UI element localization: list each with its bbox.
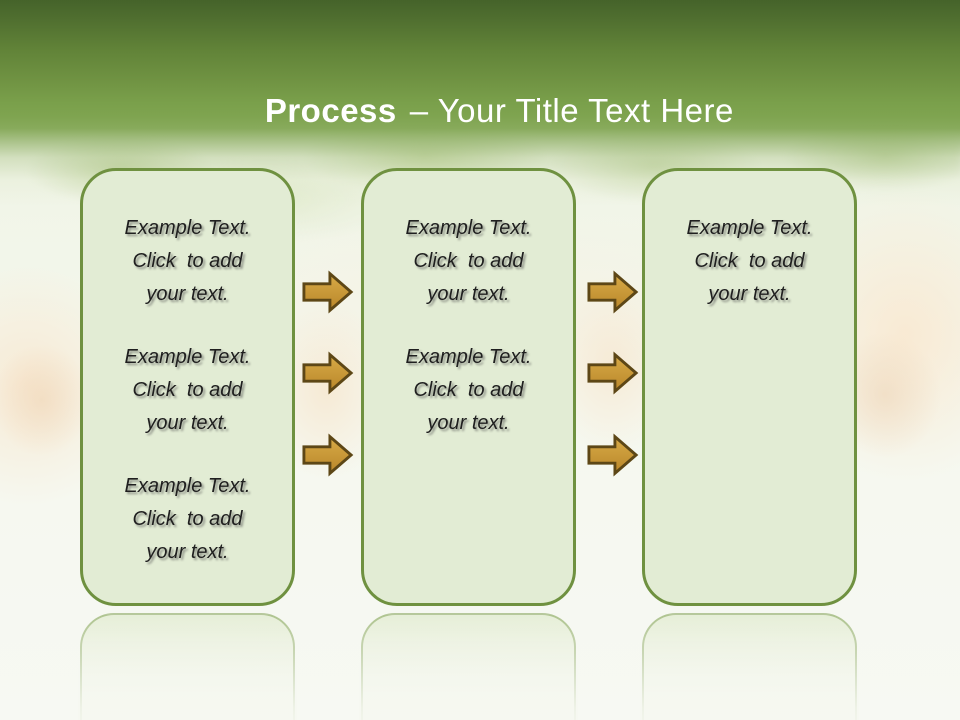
text-placeholder[interactable]: Example Text. Click to add your text. [124, 475, 251, 563]
text-placeholder[interactable]: Example Text. Click to add your text. [124, 217, 251, 305]
text-placeholder[interactable]: Example Text. Click to add your text. [124, 346, 251, 434]
box-reflection [78, 612, 297, 720]
right-arrow-icon [302, 270, 354, 314]
arrow-group-1 [302, 270, 354, 480]
title-keyword: Process [264, 92, 397, 129]
title-placeholder-text: – Your Title Text Here [409, 92, 734, 129]
text-placeholder[interactable]: Example Text. Click to add your text. [405, 217, 532, 305]
right-arrow-icon [587, 270, 639, 314]
right-arrow-icon [587, 433, 639, 477]
right-arrow-icon [302, 351, 354, 395]
text-placeholder[interactable]: Example Text. Click to add your text. [686, 217, 813, 305]
box-reflection [640, 612, 859, 720]
process-box-step-2[interactable]: Example Text. Click to add your text. Ex… [361, 168, 576, 606]
arrow-group-2 [587, 270, 639, 480]
right-arrow-icon [302, 433, 354, 477]
right-arrow-icon [587, 351, 639, 395]
process-box-step-3[interactable]: Example Text. Click to add your text. [642, 168, 857, 606]
process-box-step-1[interactable]: Example Text. Click to add your text. Ex… [80, 168, 295, 606]
text-placeholder[interactable]: Example Text. Click to add your text. [405, 346, 532, 434]
box-reflection [359, 612, 578, 720]
slide-title[interactable]: Process – Your Title Text Here [0, 54, 960, 168]
